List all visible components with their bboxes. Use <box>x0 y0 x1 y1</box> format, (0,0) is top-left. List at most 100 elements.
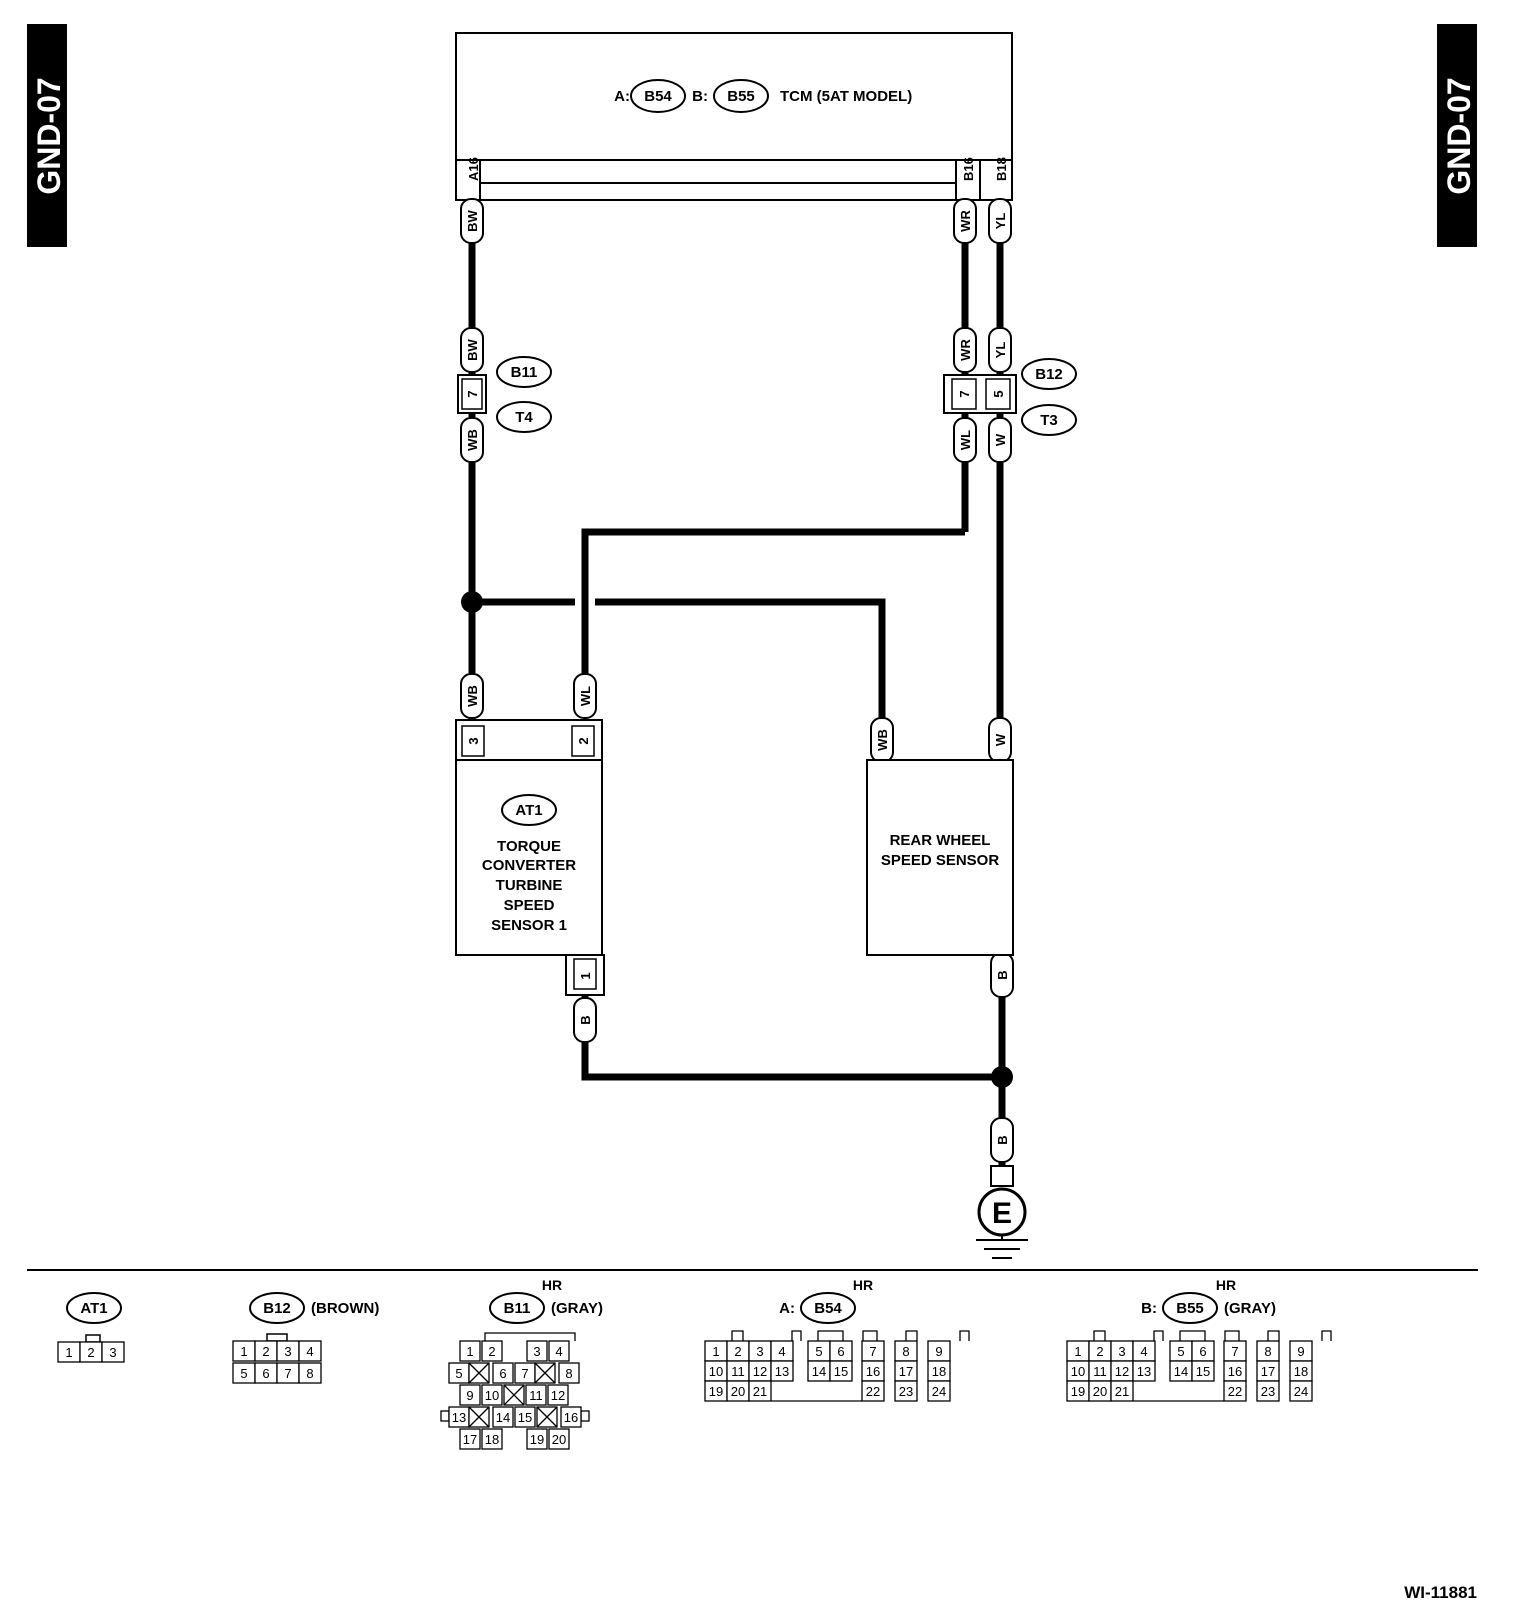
wire-label-tcm-a16: BW <box>460 198 484 244</box>
pin-number: 13 <box>452 1410 466 1425</box>
pin-cell: 18 <box>927 1360 951 1382</box>
pin-number: 13 <box>775 1364 789 1379</box>
at1-name-line: TORQUE <box>497 838 561 855</box>
b12-id: B12 <box>1035 366 1063 383</box>
pin-number: 15 <box>1196 1364 1210 1379</box>
pin-cell: 15 <box>1191 1360 1215 1382</box>
pin-number: 8 <box>565 1366 572 1381</box>
pin-number: 16 <box>1228 1364 1242 1379</box>
pin-cell: 4 <box>770 1340 794 1362</box>
pin-cell: 19 <box>1066 1380 1090 1402</box>
pin-cell: 10 <box>481 1384 503 1406</box>
wire-label-text: WL <box>578 686 593 706</box>
pin-number: 18 <box>1294 1364 1308 1379</box>
pin-number: 6 <box>499 1366 506 1381</box>
pin-number: 4 <box>306 1344 313 1359</box>
pin-cell: 8 <box>1256 1340 1280 1362</box>
pin-cell: 23 <box>894 1380 918 1402</box>
at1-name-line: SENSOR 1 <box>491 917 567 934</box>
pin-cell: 22 <box>861 1380 885 1402</box>
pin-cell: 24 <box>1289 1380 1313 1402</box>
wire-label-tcm-b16: WR <box>953 198 977 244</box>
wire-label-text: W <box>993 433 1008 446</box>
pin-number: 2 <box>488 1344 495 1359</box>
pin-cell: 9 <box>1289 1340 1313 1362</box>
pin-cell: 16 <box>560 1406 582 1428</box>
pin-number: 12 <box>551 1388 565 1403</box>
wire-label-text: WL <box>958 430 973 450</box>
pin-cell: 13 <box>1132 1360 1156 1382</box>
b11-pin: 7 <box>465 390 480 397</box>
tcm-conn-b-id: B55 <box>727 88 755 105</box>
pin-cell: 2 <box>726 1340 750 1362</box>
pin-number: 7 <box>521 1366 528 1381</box>
pin-cell: 8 <box>298 1362 322 1384</box>
pin-number: 2 <box>1096 1344 1103 1359</box>
pin-cell: 16 <box>861 1360 885 1382</box>
at1-name-line: TURBINE <box>496 877 563 894</box>
pin-cell: 10 <box>1066 1360 1090 1382</box>
ground-symbol: E <box>976 1165 1028 1259</box>
wire-label-at1-bottom: B <box>573 997 597 1043</box>
at1-pin-1: 1 <box>578 972 593 979</box>
pin-cell: 1 <box>1066 1340 1090 1362</box>
pin-number: 1 <box>240 1344 247 1359</box>
wire-label-text: YL <box>993 342 1008 359</box>
pin-number: 10 <box>1071 1364 1085 1379</box>
pin-cell: 5 <box>1169 1340 1193 1362</box>
pin-number: 7 <box>1231 1344 1238 1359</box>
pin-cell: 13 <box>770 1360 794 1382</box>
connector-view-b54-hr: HR <box>853 1277 873 1293</box>
pin-cell: 1 <box>459 1340 481 1362</box>
connector-view-b55-id: B55 <box>1176 1300 1204 1317</box>
rear-wheel-name-line: REAR WHEEL <box>890 832 991 849</box>
pin-cell: 5 <box>232 1362 256 1384</box>
pin-cell: 19 <box>704 1380 728 1402</box>
pin-cell: 17 <box>894 1360 918 1382</box>
pin-number: 2 <box>734 1344 741 1359</box>
connector-view-b54-id: B54 <box>814 1300 842 1317</box>
b11-id: B11 <box>511 364 538 381</box>
pin-number: 17 <box>1261 1364 1275 1379</box>
wire-label-at1-right: WL <box>573 673 597 719</box>
pin-cell: 14 <box>492 1406 514 1428</box>
pin-cell: 7 <box>861 1340 885 1362</box>
wire-label-text: WR <box>958 339 973 361</box>
pin-cell: 19 <box>526 1428 548 1450</box>
pin-number: 11 <box>731 1364 745 1379</box>
pin-cell: 8 <box>894 1340 918 1362</box>
tcm-conn-a-prefix: A: <box>614 88 630 105</box>
pin-cell: 13 <box>448 1406 470 1428</box>
pin-number: 19 <box>709 1384 723 1399</box>
pin-cell: 3 <box>526 1340 548 1362</box>
connector-view-b55-color: (GRAY) <box>1224 1300 1276 1317</box>
pin-number: 2 <box>87 1345 94 1360</box>
pin-number: 11 <box>529 1388 543 1403</box>
connector-b11-t4: 7 B11 T4 <box>457 356 552 433</box>
connector-view-b54-prefix: A: <box>779 1300 795 1317</box>
pin-cell: 5 <box>807 1340 831 1362</box>
pin-number: 23 <box>899 1384 913 1399</box>
rear-wheel-name-line: SPEED SENSOR <box>881 852 1000 869</box>
pin-number: 24 <box>1294 1384 1308 1399</box>
pin-cell: 7 <box>514 1362 536 1384</box>
ground-symbol-letter: E <box>992 1197 1012 1230</box>
pin-cell: 12 <box>1110 1360 1134 1382</box>
wire-label-rw-right: W <box>988 717 1012 763</box>
tcm-module: A: B54 B: B55 TCM (5AT MODEL) A16 B16 B1… <box>455 32 1013 201</box>
page-tag-left-text: GND-07 <box>31 77 67 194</box>
wire-label-b11-top: BW <box>460 327 484 373</box>
wire-label-text: B <box>995 1135 1010 1144</box>
pin-number: 4 <box>1140 1344 1147 1359</box>
pin-number: 16 <box>866 1364 880 1379</box>
pin-cell: 15 <box>829 1360 853 1382</box>
pin-cell: 15 <box>514 1406 536 1428</box>
wire-label-text: BW <box>465 209 480 231</box>
wire-label-text: WB <box>465 429 480 451</box>
wire-label-b12-bot-right: W <box>988 417 1012 463</box>
pin-cell-blank <box>534 1362 556 1384</box>
pin-number: 1 <box>466 1344 473 1359</box>
pin-number: 22 <box>1228 1384 1242 1399</box>
